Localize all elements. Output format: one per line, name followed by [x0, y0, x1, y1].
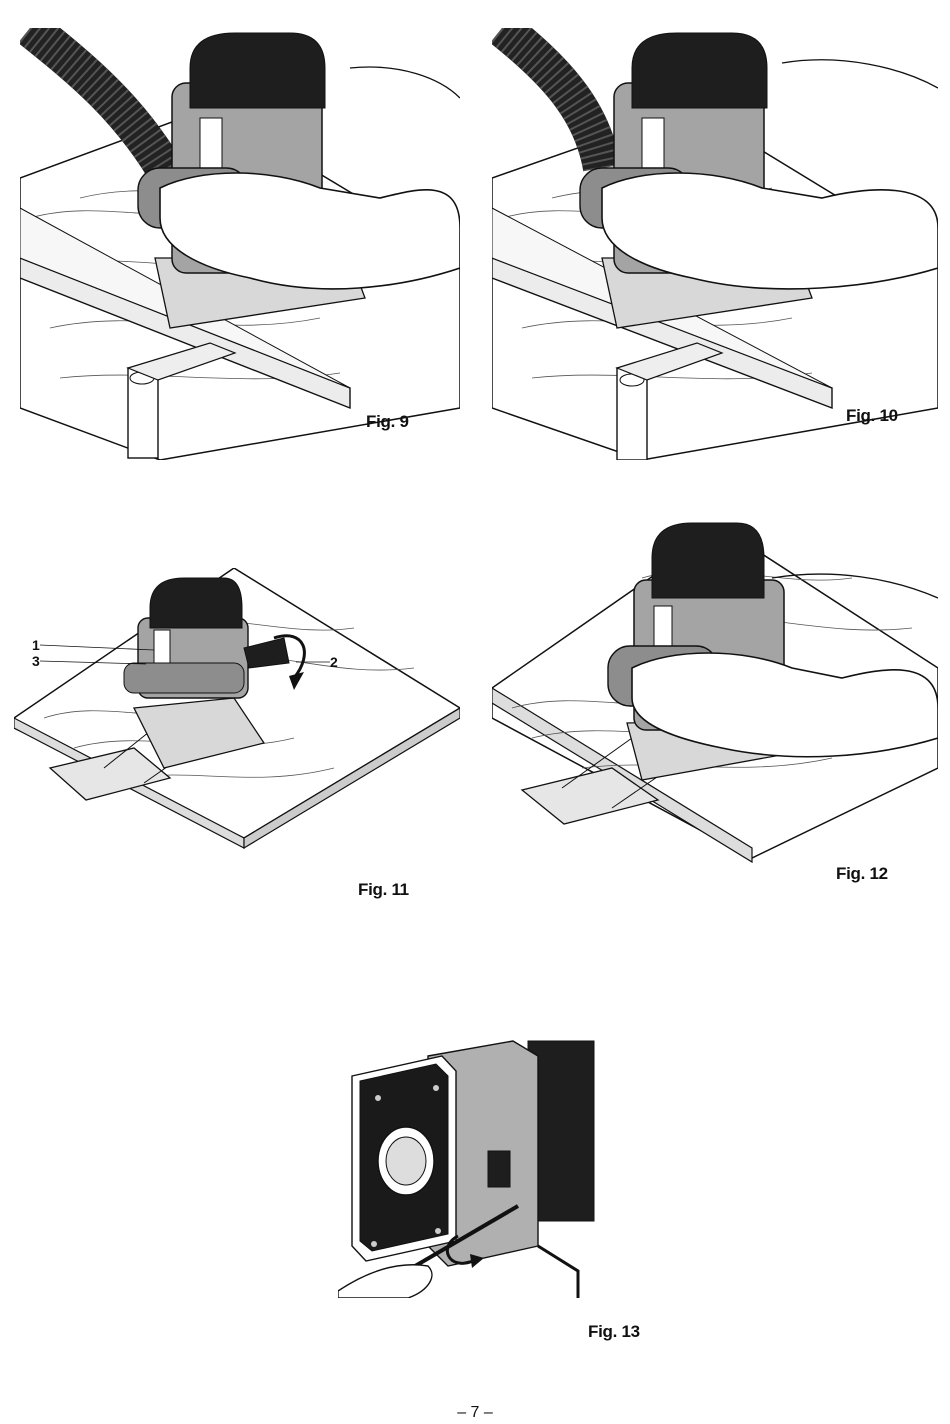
figure-11-callout-1: 1 [32, 637, 40, 653]
figure-13-caption: Fig. 13 [588, 1322, 640, 1342]
figure-12-illustration [492, 518, 938, 880]
figure-10-caption: Fig. 10 [846, 406, 898, 426]
figure-11-callout-2: 2 [330, 654, 338, 670]
figure-10-illustration [492, 28, 938, 460]
page-number: – 7 – [445, 1404, 505, 1422]
figure-11-caption: Fig. 11 [358, 880, 409, 900]
figure-9-illustration [20, 28, 460, 460]
figure-11-illustration [14, 568, 460, 858]
figure-12-caption: Fig. 12 [836, 864, 888, 884]
figure-13-illustration [338, 1036, 598, 1298]
figure-9-caption: Fig. 9 [366, 412, 409, 432]
figure-11-callout-3: 3 [32, 653, 40, 669]
